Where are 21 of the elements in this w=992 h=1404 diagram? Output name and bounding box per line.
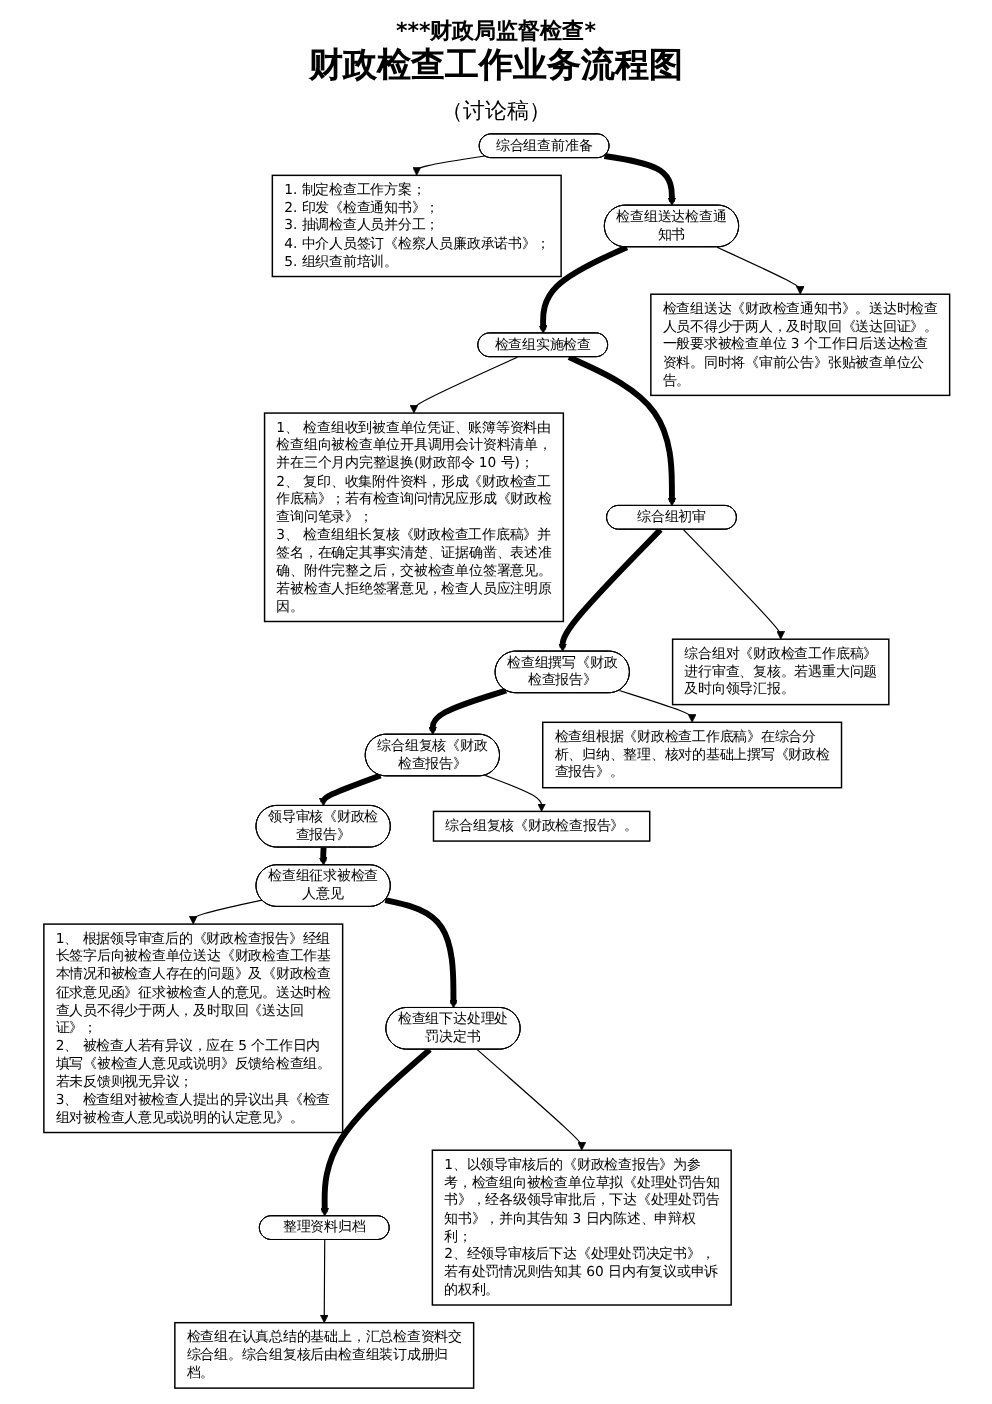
arrow xyxy=(715,246,804,295)
arrow xyxy=(383,896,458,1008)
arrow xyxy=(475,1048,586,1151)
arrow xyxy=(427,687,507,735)
arrow xyxy=(188,899,262,924)
arrow xyxy=(411,154,485,176)
arrow xyxy=(538,244,628,334)
arrow xyxy=(318,772,381,806)
diagram-title: 财政检查工作业务流程图 xyxy=(309,46,683,88)
arrow xyxy=(408,356,518,413)
arrow xyxy=(318,845,327,866)
arrow xyxy=(603,152,676,206)
arrow xyxy=(682,528,785,640)
arrow xyxy=(483,774,546,812)
organization-heading: ***财政局监督检查* xyxy=(395,18,596,45)
subtitle: （讨论稿） xyxy=(441,97,551,124)
arrow xyxy=(618,689,696,723)
arrow xyxy=(566,354,676,506)
arrow xyxy=(319,1238,328,1323)
arrow xyxy=(557,527,662,652)
arrow xyxy=(319,1046,431,1217)
